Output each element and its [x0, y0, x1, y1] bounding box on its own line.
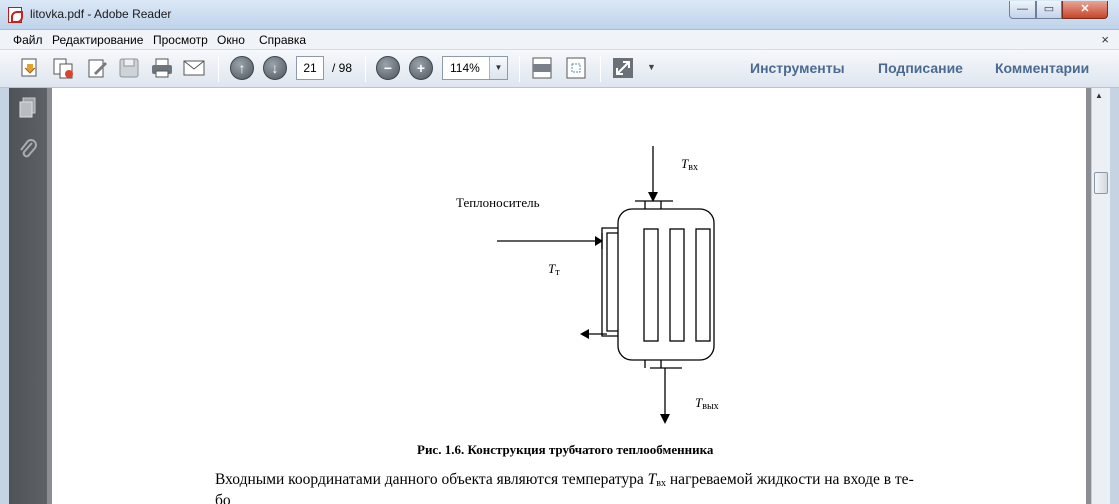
comment-pane-button[interactable]: Комментарии: [995, 60, 1090, 76]
next-page-button[interactable]: ↓: [262, 55, 288, 81]
previous-page-button[interactable]: ↑: [229, 55, 255, 81]
sign-pane-button[interactable]: Подписание: [878, 60, 963, 76]
left-frame: [0, 88, 9, 504]
scroll-thumb[interactable]: [1094, 172, 1108, 194]
minus-icon: −: [376, 56, 400, 80]
adobe-pdf-icon: [8, 7, 23, 23]
create-pdf-button[interactable]: [17, 55, 43, 81]
full-screen-button[interactable]: [610, 55, 636, 81]
arrow-down-icon: ↓: [263, 56, 287, 80]
combine-files-button[interactable]: [50, 55, 76, 81]
menu-edit[interactable]: Редактирование: [52, 33, 144, 47]
menu-window[interactable]: Окно: [217, 33, 245, 47]
combine-files-icon: [53, 58, 73, 79]
email-button[interactable]: [181, 55, 207, 81]
label-t-inlet: Tвх: [681, 156, 698, 173]
window-title: litovka.pdf - Adobe Reader: [30, 7, 172, 21]
edit-pdf-button[interactable]: [84, 55, 110, 81]
figure-caption: Рис. 1.6. Конструкция трубчатого теплооб…: [417, 442, 714, 457]
arrow-up-icon: ↑: [230, 56, 254, 80]
scroll-up-icon[interactable]: ▲: [1095, 91, 1103, 100]
page-total: / 98: [332, 61, 353, 75]
menu-bar: Файл Редактирование Просмотр Окно Справк…: [0, 30, 1119, 50]
body-text-line-2: бо: [215, 492, 231, 504]
envelope-icon: [183, 60, 205, 76]
edit-pdf-icon: [88, 59, 107, 78]
save-button[interactable]: [116, 55, 142, 81]
page-number-input[interactable]: 21: [296, 56, 324, 80]
zoom-value: 114%: [450, 61, 480, 75]
zoom-input[interactable]: 114% ▼: [442, 56, 508, 80]
document-view[interactable]: [47, 88, 1091, 504]
title-bar: litovka.pdf - Adobe Reader — ▭ ✕: [0, 0, 1119, 30]
navigation-panel: [9, 88, 47, 504]
maximize-button[interactable]: ▭: [1036, 1, 1062, 19]
menu-file[interactable]: Файл: [13, 33, 43, 47]
fit-width-icon: [566, 57, 586, 79]
heat-exchanger-diagram: [497, 146, 715, 424]
pdf-page: [52, 88, 1086, 504]
body-text-line-1: Входными координатами данного объекта яв…: [215, 471, 914, 489]
zoom-out-button[interactable]: −: [375, 55, 401, 81]
save-icon: [119, 58, 139, 78]
label-t-carrier: Tт: [548, 261, 560, 278]
expand-icon: [613, 58, 633, 78]
tools-pane-button[interactable]: Инструменты: [750, 60, 845, 76]
toolbar: ↑ ↓ − +: [0, 50, 1119, 130]
fit-page-button[interactable]: [529, 55, 555, 81]
close-button[interactable]: ✕: [1062, 1, 1108, 19]
fit-page-icon: [532, 57, 552, 79]
print-button[interactable]: [149, 55, 175, 81]
toolbar-more-icon[interactable]: ▼: [647, 62, 656, 72]
label-heat-carrier: Теплоноситель: [456, 195, 540, 210]
fit-width-button[interactable]: [563, 55, 589, 81]
menu-help[interactable]: Справка: [259, 33, 307, 47]
minimize-button[interactable]: —: [1009, 1, 1036, 19]
create-pdf-icon: [21, 58, 37, 77]
right-frame: [1110, 88, 1119, 504]
print-icon: [152, 58, 172, 78]
page-thumbnails-icon[interactable]: [17, 96, 39, 120]
menu-view[interactable]: Просмотр: [153, 33, 208, 47]
document-close-icon[interactable]: ×: [1101, 32, 1109, 47]
label-t-outlet: Tвых: [695, 395, 719, 412]
chevron-down-icon[interactable]: ▼: [489, 57, 507, 79]
attachments-paperclip-icon[interactable]: [17, 138, 39, 162]
zoom-in-button[interactable]: +: [408, 55, 434, 81]
plus-icon: +: [409, 56, 433, 80]
vertical-scrollbar[interactable]: ▲: [1091, 88, 1110, 504]
